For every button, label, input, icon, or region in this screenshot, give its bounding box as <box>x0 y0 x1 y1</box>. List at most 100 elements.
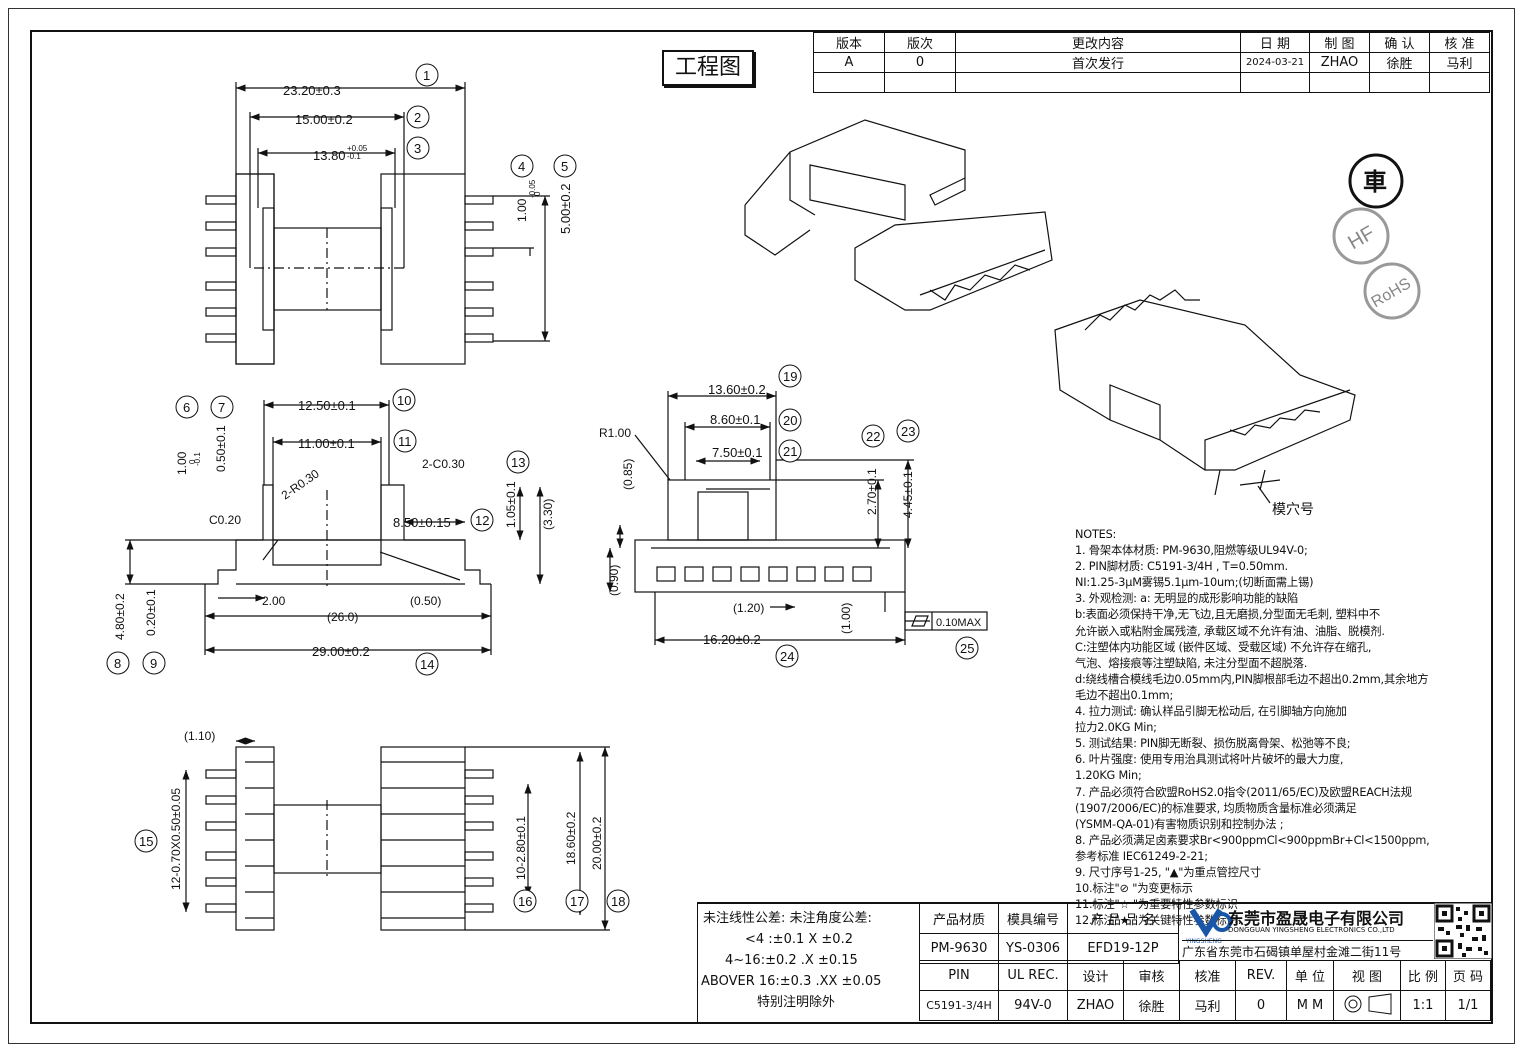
note-line: 1. 骨架本体材质: PM-9630,阻燃等级UL94V-0; <box>1075 544 1308 558</box>
rev-cell: ZHAO <box>1309 52 1370 73</box>
svg-text:6: 6 <box>183 400 190 415</box>
dim-label: 0 <box>533 191 542 196</box>
certification-marks: 車 HF RoHS <box>1332 153 1421 320</box>
tb-label-material: 产品材质 <box>919 903 999 934</box>
tolerance-line: 特别注明除外 <box>757 995 836 1010</box>
revision-row: A 0 首次发行 2024-03-21 ZHAO 徐胜 马利 <box>813 52 1490 73</box>
tb-label-scale: 比 例 <box>1400 960 1446 991</box>
balloon-9: 9 <box>142 651 166 675</box>
note-line: C:注塑体内功能区域 (嵌件区域、受载区域) 不允许存在缩孔, <box>1075 640 1372 654</box>
tb-label-review: 审核 <box>1123 960 1180 991</box>
dim-label: 8.60±0.1 <box>710 412 761 427</box>
company-address: 广东省东莞市石碣镇单屋村金滩二街11号 <box>1182 940 1433 960</box>
note-line: d:绕线槽合模线毛边0.05mm内,PIN脚根部毛边不超出0.2mm,其余地方 <box>1075 672 1429 686</box>
revision-empty-row <box>813 72 1490 93</box>
side-view-slots <box>656 566 872 582</box>
svg-text:11: 11 <box>398 434 412 449</box>
svg-text:13: 13 <box>511 455 525 470</box>
dim-label: -0.1 <box>193 452 202 466</box>
tb-value-design: ZHAO <box>1067 990 1124 1021</box>
dim-label: 0.50±0.1 <box>214 425 228 472</box>
rev-cell: 马利 <box>1429 52 1490 73</box>
balloon-1: 1 <box>415 63 439 87</box>
isometric-view-top <box>744 119 1053 311</box>
svg-text:12: 12 <box>475 513 489 528</box>
svg-text:24: 24 <box>780 649 794 664</box>
dim-label: (0.90) <box>607 565 621 596</box>
balloon-6: 6 <box>175 395 199 419</box>
svg-text:1: 1 <box>423 68 430 83</box>
balloon-21: 21 <box>778 439 802 463</box>
tb-label-mold: 模具编号 <box>998 903 1068 934</box>
company-name-en: DONGGUAN YINGSHENG ELECTRONICS CO.,LTD <box>1228 926 1395 934</box>
note-line: 毛边不超出0.1mm; <box>1075 688 1174 702</box>
tb-value-ul: 94V-0 <box>998 990 1068 1021</box>
dimension-labels: 23.20±0.3 15.00±0.2 13.80 +0.05 -0.1 1.0… <box>113 83 982 890</box>
side-view <box>606 391 988 645</box>
tb-value-material: PM-9630 <box>919 933 999 964</box>
tb-label-rev: REV. <box>1235 960 1287 991</box>
top-view-pins-right <box>464 195 494 343</box>
note-line: 7. 产品必须符合欧盟RoHS2.0指令(2011/65/EC)及欧盟REACH… <box>1075 785 1412 799</box>
note-line: 8. 产品必须满足卤素要求Br<900ppmCl<900ppmBr+Cl<150… <box>1075 833 1430 847</box>
balloon-20: 20 <box>778 408 802 432</box>
svg-text:17: 17 <box>570 894 584 909</box>
note-line: 参考标准 IEC61249-2-21; <box>1075 849 1208 863</box>
dim-label: 2.00 <box>262 594 286 608</box>
title-block-lower: PIN UL REC. 设计 审核 核准 REV. 单 位 视 图 比 例 页 … <box>919 960 1491 1021</box>
dim-label: 12-0.70X0.50±0.05 <box>169 788 183 890</box>
top-view-pins-left <box>205 195 237 343</box>
dim-label: 2-R0.30 <box>279 466 322 502</box>
dim-label: 0.10MAX <box>936 617 982 629</box>
hf-mark-icon: HF <box>1332 207 1390 265</box>
balloon-19: 19 <box>778 364 802 388</box>
note-line: 6. 叶片强度: 使用专用治具测试将叶片破坏的最大力度, <box>1075 753 1344 767</box>
note-line: 气泡、熔接痕等注塑缺陷, 未注分型面不超脱落. <box>1075 656 1308 670</box>
balloon-8: 8 <box>106 651 130 675</box>
svg-text:9: 9 <box>150 656 157 671</box>
note-line: b:表面必须保持干净,无飞边,且无磨损,分型面无毛刺, 塑料中不 <box>1075 608 1380 622</box>
revision-table: 版本 版次 更改内容 日 期 制 图 确 认 核 准 A 0 首次发行 2024… <box>813 32 1490 93</box>
dim-label: 0.20±0.1 <box>144 589 158 636</box>
dim-label: 18.60±0.2 <box>564 811 578 865</box>
dim-label: 11.00±0.1 <box>298 436 355 451</box>
svg-text:18: 18 <box>611 894 625 909</box>
balloon-10: 10 <box>392 388 416 412</box>
note-line: 拉力2.0KG Min; <box>1075 721 1157 735</box>
dim-label: 7.50±0.1 <box>712 445 763 460</box>
tb-value-page: 1/1 <box>1445 990 1491 1021</box>
dim-label: (1.10) <box>184 729 215 743</box>
svg-text:10: 10 <box>397 393 411 408</box>
balloon-2: 2 <box>406 105 430 129</box>
dim-label: -0.1 <box>347 152 361 161</box>
note-line: 1.20KG Min; <box>1075 769 1142 783</box>
tolerance-line: 4~16:±0.2 .X ±0.15 <box>725 953 858 968</box>
tolerance-block: 未注线性公差: 未注角度公差: <4 :±0.1 X ±0.2 4~16:±0.… <box>697 902 920 1019</box>
stamp-label: 工程图 <box>662 50 754 86</box>
dim-label: (1.00) <box>839 603 853 634</box>
dim-label: 2.70±0.1 <box>865 468 879 515</box>
svg-text:25: 25 <box>960 641 974 656</box>
dim-label: 16.20±0.2 <box>703 632 761 647</box>
bottom-view <box>182 737 610 931</box>
bottom-view-pins-left <box>205 769 237 913</box>
tb-value-product: EFD19-12P <box>1067 933 1179 964</box>
dim-label: C0.20 <box>209 513 241 527</box>
balloon-11: 11 <box>393 429 417 453</box>
balloon-23: 23 <box>896 419 920 443</box>
balloon-4: 4 <box>510 154 534 178</box>
rev-header-content: 更改内容 <box>955 32 1241 53</box>
dim-label: 1.05±0.1 <box>504 481 518 528</box>
bottom-view-pins-right <box>464 769 494 913</box>
projection-symbol-icon <box>1333 990 1401 1021</box>
note-line: (1907/2006/EC)的标准要求, 均质物质含量标准必须满足 <box>1075 801 1357 815</box>
bottom-view-slots <box>245 761 465 919</box>
dim-label: (3.30) <box>541 499 555 530</box>
company-logo-icon <box>1189 908 1232 938</box>
svg-text:21: 21 <box>783 444 797 459</box>
rev-header-confirm: 确 认 <box>1369 32 1430 53</box>
svg-text:19: 19 <box>783 369 797 384</box>
balloons: 1 2 3 4 5 6 7 8 9 10 11 12 13 14 15 16 1… <box>106 63 979 913</box>
dim-label: 1.00 <box>515 198 529 222</box>
